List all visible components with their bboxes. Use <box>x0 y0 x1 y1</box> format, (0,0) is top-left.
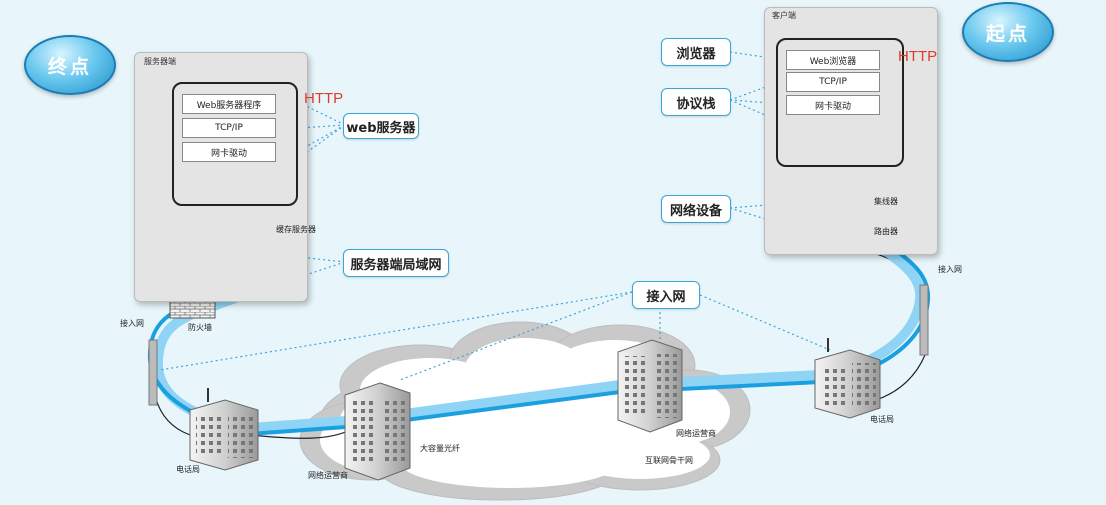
cache-server-label: 缓存服务器 <box>276 225 316 234</box>
isp-left-graphic <box>344 382 411 481</box>
isp-left-label: 网络运营商 <box>308 471 348 480</box>
client-layer-nic-driver: 网卡驱动 <box>786 95 880 115</box>
server-access-label: 接入网 <box>120 319 144 328</box>
destination-bubble: 终点 <box>24 35 116 95</box>
isp-right-label: 网络运营商 <box>676 429 716 438</box>
server-http-label: HTTP <box>304 90 344 107</box>
server-layer-nic-driver: 网卡驱动 <box>182 142 276 162</box>
client-http-label: HTTP <box>898 48 938 65</box>
phone-office-left-graphic <box>189 388 259 471</box>
hub-label: 集线器 <box>874 197 898 206</box>
phone-office-left-label: 电话局 <box>176 465 200 474</box>
client-layer-browser: Web浏览器 <box>786 50 880 70</box>
client-panel <box>764 7 938 255</box>
callout-server-lan: 服务器端局域网 <box>343 249 449 277</box>
server-layer-tcpip: TCP/IP <box>182 118 276 138</box>
client-layer-tcpip: TCP/IP <box>786 72 880 92</box>
callout-web-server: web服务器 <box>343 113 419 139</box>
callout-access-network: 接入网 <box>632 281 700 309</box>
server-inner-frame <box>172 82 298 206</box>
phone-office-right-graphic <box>814 338 881 419</box>
client-panel-title: 客户端 <box>772 11 796 20</box>
firewall-label: 防火墙 <box>188 323 212 332</box>
fiber-label: 大容量光纤 <box>420 444 460 453</box>
origin-bubble: 起点 <box>962 2 1054 62</box>
router-label: 路由器 <box>874 227 898 236</box>
server-panel-title: 服务器端 <box>144 57 176 66</box>
backbone-label: 互联网骨干网 <box>645 456 693 465</box>
phone-office-right-label: 电话局 <box>870 415 894 424</box>
server-panel <box>134 52 308 302</box>
access-poles <box>148 284 929 406</box>
server-layer-web-program: Web服务器程序 <box>182 94 276 114</box>
callout-protocol-stack: 协议栈 <box>661 88 731 116</box>
isp-right-graphic <box>617 339 683 433</box>
client-access-label: 接入网 <box>938 265 962 274</box>
callout-browser: 浏览器 <box>661 38 731 66</box>
callout-network-devices: 网络设备 <box>661 195 731 223</box>
client-inner-frame <box>776 38 904 167</box>
